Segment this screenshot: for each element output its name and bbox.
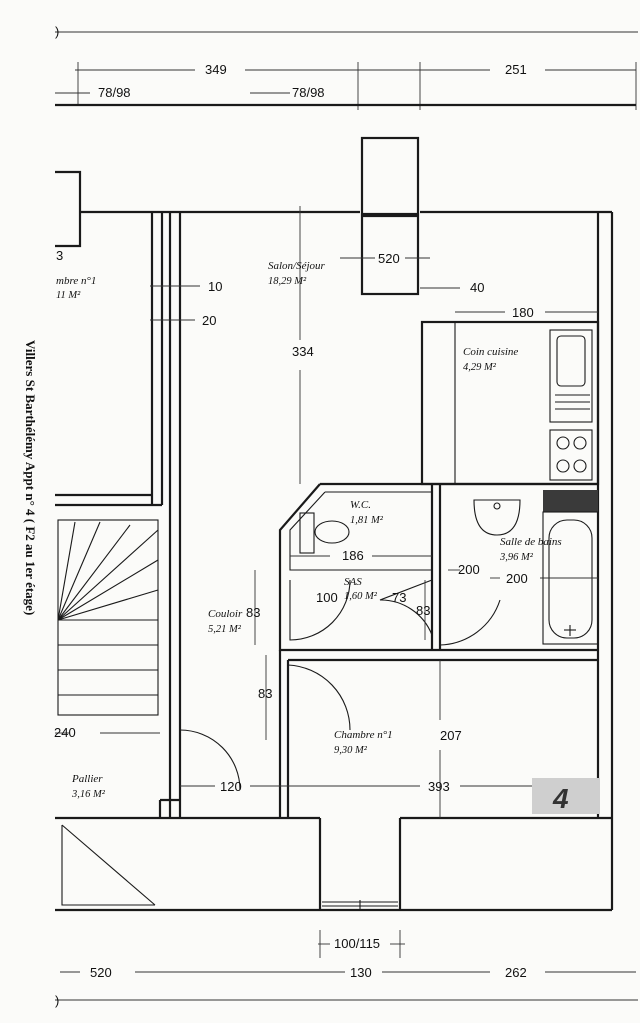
dim-334: 334: [292, 344, 314, 359]
dim-20: 20: [202, 313, 216, 328]
room-area-couloir: 5,21 M²: [208, 624, 242, 635]
dim-393: 393: [428, 779, 450, 794]
badge-background: [532, 778, 600, 814]
dim-bottom-520: 520: [90, 965, 112, 980]
dim-83-b: 83: [258, 686, 272, 701]
dim-180: 180: [512, 305, 534, 320]
room-name-wc: W.C.: [350, 499, 371, 511]
pallier-door: [179, 729, 241, 791]
dim-200-a: 200: [458, 562, 480, 577]
room-area-salon: 18,29 M²: [268, 276, 307, 287]
dim-40: 40: [470, 280, 484, 295]
dim-83-c: 83: [416, 603, 430, 618]
dim-83-a: 83: [246, 605, 260, 620]
dim-520-top: 520: [378, 251, 400, 266]
apartment-number-badge: 4: [552, 783, 569, 814]
dim-window-left: 78/98: [98, 85, 131, 100]
room-name-salon: Salon/Séjour: [268, 260, 326, 272]
bedroom-walls: [278, 650, 598, 818]
top-dimension-lines: [55, 31, 638, 110]
room-area-chambre: 9,30 M²: [334, 745, 368, 756]
dim-186: 186: [342, 548, 364, 563]
dim-10: 10: [208, 279, 222, 294]
side-caption: Villers St Barthélémy Appt n° 4 ( F2 au …: [23, 340, 38, 615]
room-name-couloir: Couloir: [208, 608, 243, 620]
wc-bathroom-block: [278, 482, 599, 652]
room-name-pallier: Pallier: [71, 773, 103, 785]
bottom-walls: [55, 798, 614, 912]
dim-bottom-edge: ): [55, 993, 59, 1008]
dim-349: 349: [205, 62, 227, 77]
room-area-wc: 1,81 M²: [350, 515, 384, 526]
dim-73: 73: [392, 590, 406, 605]
dim-3: 3: [56, 248, 63, 263]
staircase: [57, 519, 159, 716]
dim-120: 120: [220, 779, 242, 794]
dim-207: 207: [440, 728, 462, 743]
dim-bottom-262: 262: [505, 965, 527, 980]
right-wall: [596, 212, 614, 818]
dim-251: 251: [505, 62, 527, 77]
room-name-chambre: Chambre n°1: [334, 729, 393, 741]
room-name-chambre-left: mbre n°1: [56, 275, 96, 287]
room-name-sas: SAS: [344, 576, 362, 588]
room-area-sdb: 3,96 M²: [499, 552, 534, 563]
bottom-dimension-lines: [55, 930, 638, 1001]
dim-200-b: 200: [506, 571, 528, 586]
dim-100-115: 100/115: [334, 936, 380, 951]
dim-window-mid: 78/98: [292, 85, 325, 100]
dim-240: 240: [54, 725, 76, 740]
left-partitions: [55, 212, 182, 818]
room-area-pallier: 3,16 M²: [71, 789, 106, 800]
room-area-chambre-left: 11 M²: [56, 290, 81, 301]
top-wall: [55, 103, 636, 296]
room-area-cuisine: 4,29 M²: [463, 362, 497, 373]
dim-bottom-130: 130: [350, 965, 372, 980]
room-name-cuisine: Coin cuisine: [463, 346, 518, 358]
interior-dimension-lines: [55, 206, 598, 818]
room-name-sdb: Salle de bains: [500, 536, 562, 548]
room-area-sas: 1,60 M²: [344, 591, 378, 602]
dim-top-edge: ): [55, 24, 59, 39]
dim-100: 100: [316, 590, 338, 605]
